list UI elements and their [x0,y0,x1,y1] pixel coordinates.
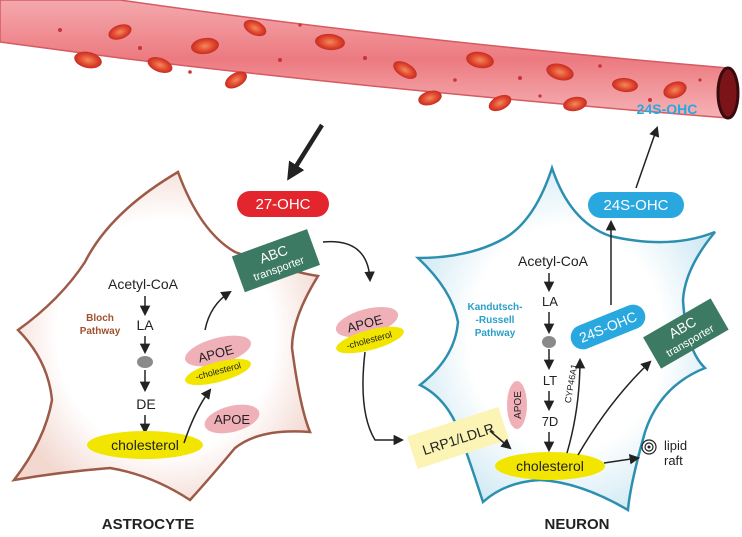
arrow-vessel-to-27ohc [287,123,324,181]
astro-apoe: APOE [214,412,250,427]
arrow-abc-to-apoe-complex [322,240,375,283]
neuron-lt: LT [543,373,557,388]
neuron-title: NEURON [544,516,609,533]
arrow-complex-to-abc [204,290,232,331]
astro-la: LA [136,317,154,333]
arrow-chol-to-24s [566,357,586,454]
arrow-chol-to-abc [577,360,652,456]
neuron-acetyl-coa: Acetyl-CoA [518,253,589,269]
astro-cholesterol: cholesterol [111,437,179,453]
astrocyte-pathway: Acetyl-CoA LA DE Bloch Pathway cholester… [80,229,321,533]
arrow-complex-to-receptor [362,351,405,446]
neuron-intermediate-dot [542,336,556,348]
kandutsch-line2: -Russell [476,315,515,326]
astro-apoe-complex-pink [184,335,252,367]
astro-apoe-complex-yellow [185,358,251,386]
neuron-7d: 7D [542,414,559,429]
neuron-cholesterol: cholesterol [516,458,584,474]
kandutsch-line1: Kandutsch- [468,302,523,313]
vessel-27-ohc-label: 27-OHC [314,93,365,109]
lipid-raft-icon [641,439,657,455]
astro-intermediate-dot [137,356,153,368]
vessel-dots [58,23,702,102]
astrocyte-title: ASTROCYTE [102,516,195,533]
neuron-la: LA [542,294,558,309]
bloch-pathway-line1: Bloch [86,313,114,324]
astro-de: DE [136,396,155,412]
ohc24-badge-label: 24S-OHC [603,197,668,214]
arrow-chol-to-complex [183,388,212,444]
neuron-apoe: APOE [513,391,524,419]
astro-acetyl-coa: Acetyl-CoA [108,276,179,292]
middle-apoe-complex: APOE -cholesterol [335,306,404,354]
kandutsch-line3: Pathway [475,328,516,339]
vessel-lumen-opening [716,66,740,120]
red-blood-cells [74,19,687,112]
arrow-receptor-to-neuron-chol [489,430,512,450]
lipid-raft-line1: lipid [664,438,687,453]
ohc27-badge: 27-OHC [237,191,329,217]
neuron-apoe-blob [507,381,527,429]
ohc27-badge-label: 27-OHC [255,196,310,213]
lipid-raft-line2: raft [664,453,683,468]
bloch-pathway-line2: Pathway [80,326,121,337]
blood-vessel: 27-OHC 24S-OHC [0,0,740,120]
ohc24-badge: 24S-OHC [588,192,684,218]
vessel-24s-ohc-label: 24S-OHC [637,101,698,117]
arrow-24s-to-vessel [635,126,660,189]
astro-cholesterol-blob [87,431,203,459]
arrow-chol-to-lipid-raft [603,454,641,465]
astro-apoe-blob [204,404,260,434]
neuron-cholesterol-blob [495,452,605,480]
